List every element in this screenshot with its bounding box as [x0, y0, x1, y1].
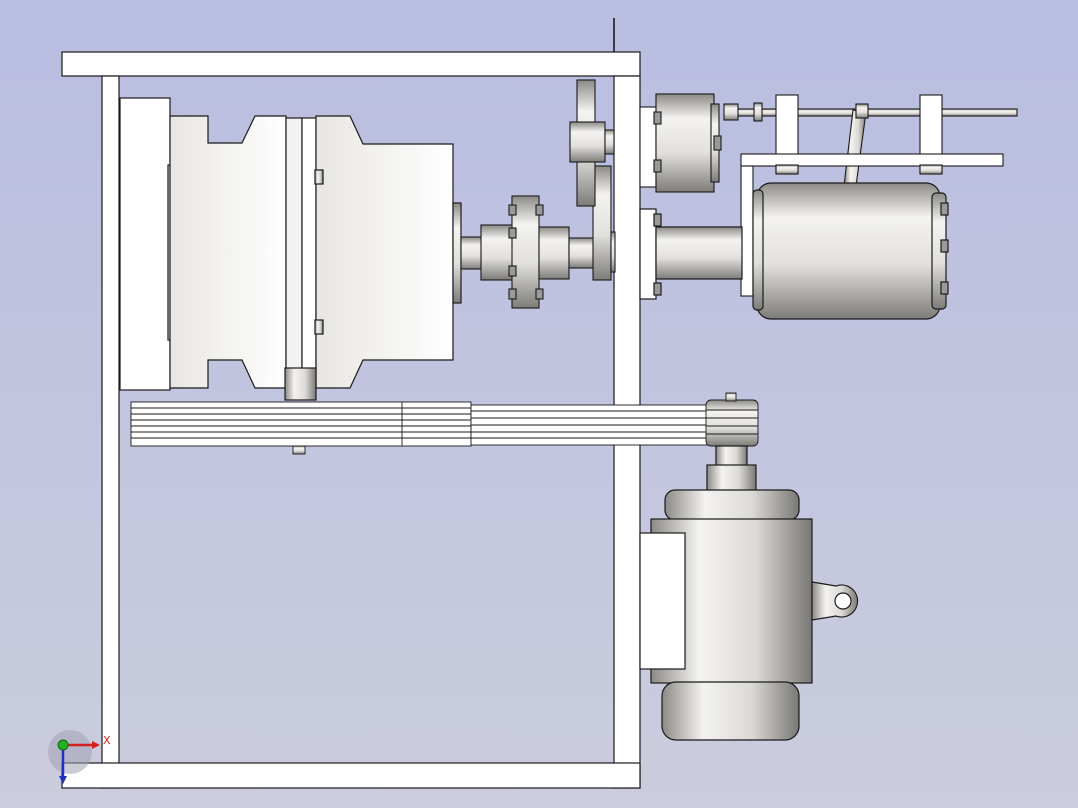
- gearbox-housing: [169, 115, 287, 389]
- gearbox: [119, 97, 462, 401]
- gearbox-mid-flange: [285, 117, 303, 389]
- lower-motor-shaft: [715, 445, 748, 467]
- shaft-coupling: [460, 165, 616, 309]
- actuator-rod-end: [723, 103, 739, 121]
- coupling-flange-bolt-1: [508, 204, 517, 216]
- gearbox-output-stub: [452, 202, 462, 304]
- gearbox-mount-plate: [119, 97, 171, 391]
- gearbox-bolt-bottom: [314, 319, 324, 335]
- bracket-bolt-2: [919, 164, 943, 175]
- linkage-pin: [855, 103, 869, 119]
- coupling-hub-left: [480, 224, 514, 281]
- upper-motor: [639, 182, 949, 320]
- sprocket-shaft: [604, 129, 615, 155]
- upper-motor-bolt-5: [940, 281, 949, 295]
- coupling-hub-right: [538, 226, 570, 280]
- triad-x-arrowhead: [92, 741, 100, 749]
- rod-collar: [753, 102, 763, 122]
- upper-motor-body: [756, 182, 941, 320]
- upper-sprocket-assembly: [569, 79, 722, 207]
- frame-top-beam: [61, 51, 641, 77]
- triad-x-label: X: [103, 734, 111, 747]
- lower-motor-lifting-eye-hole: [834, 592, 852, 610]
- lower-motor-bottom-cap: [661, 681, 800, 741]
- large-pulley: [130, 401, 472, 447]
- lower-motor: [639, 445, 859, 741]
- bracket-bolt-1: [775, 164, 799, 175]
- triad-y-axis-origin: [57, 739, 69, 751]
- gearbox-drain-boss: [284, 367, 317, 401]
- coupling-flange-bolt-3: [508, 265, 517, 277]
- sprocket-hub: [569, 121, 606, 163]
- coordinate-triad-icon: X: [48, 730, 111, 784]
- upper-motor-bolt-1: [653, 213, 662, 227]
- motor-mount-bracket: [740, 153, 1004, 167]
- frame-left-post: [101, 75, 120, 789]
- gearbox-bolt-top: [314, 169, 324, 185]
- gearbox-mid-flange-2: [301, 117, 317, 389]
- clutch-body: [655, 93, 715, 193]
- lower-motor-shaft-collar: [706, 464, 757, 492]
- clutch-bolt-2: [653, 159, 662, 173]
- coupling-shaft-right: [568, 237, 596, 269]
- upper-motor-bolt-4: [940, 239, 949, 253]
- clutch-bolt-1: [653, 111, 662, 125]
- belt-drive: [130, 392, 759, 455]
- actuator-rod: [726, 108, 1018, 117]
- frame-bottom-beam: [61, 762, 641, 789]
- lower-motor-terminal-box: [639, 532, 686, 670]
- triad-z-arrowhead: [59, 776, 67, 784]
- clutch-bolt-3: [713, 135, 722, 151]
- pulley-disc: [592, 165, 612, 281]
- motor-mount-bracket-riser: [740, 165, 754, 297]
- coupling-flange-bolt-6: [535, 288, 544, 300]
- large-pulley-key: [292, 445, 306, 455]
- coupling-flange-bolt-2: [508, 227, 517, 239]
- upper-motor-bolt-2: [653, 282, 662, 296]
- coupling-flange-bolt-5: [535, 204, 544, 216]
- coupling-shaft-left: [460, 236, 484, 270]
- coupling-flange-bolt-4: [508, 288, 517, 300]
- upper-motor-shaft: [655, 226, 743, 280]
- small-pulley: [705, 399, 759, 447]
- linkage-arm: [843, 109, 867, 187]
- frame: [61, 18, 641, 789]
- small-pulley-bolt: [725, 392, 737, 402]
- upper-motor-bolt-3: [940, 202, 949, 216]
- lower-motor-top-cap: [664, 489, 800, 521]
- drive-shaft-through-frame: [610, 231, 616, 273]
- upper-motor-endcap-left: [752, 189, 764, 311]
- gearbox-output-housing: [315, 115, 454, 389]
